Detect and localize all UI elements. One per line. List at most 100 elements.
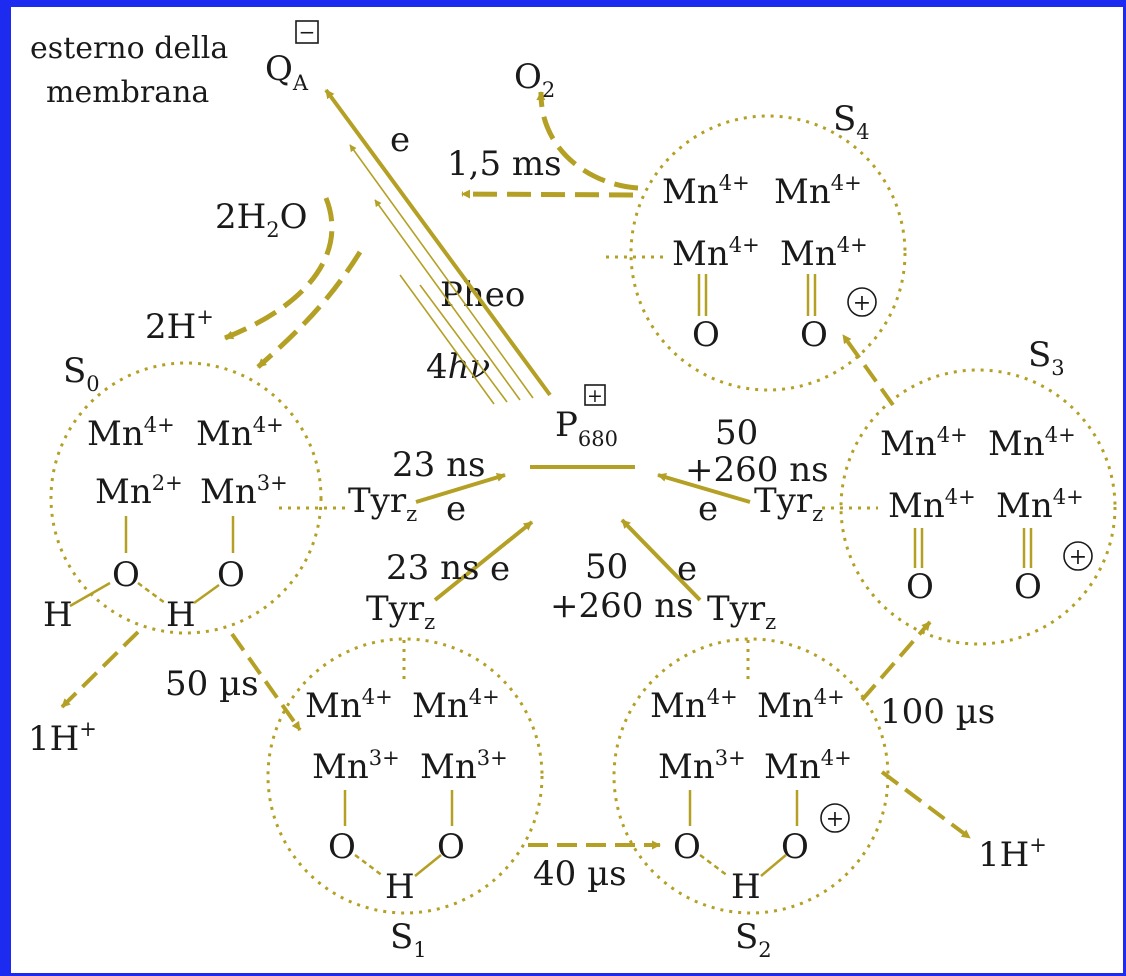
electron-label: e xyxy=(446,489,466,529)
mn-ion: Mn4+ xyxy=(305,685,393,726)
membrane-label-line1: esterno della xyxy=(30,31,228,66)
oxygen-atom: O xyxy=(692,315,720,355)
svg-text:+: + xyxy=(826,807,844,832)
s4-to-o2-arrow xyxy=(536,91,639,191)
mn-ion: Mn4+ xyxy=(757,685,845,726)
mn-ion: Mn3+ xyxy=(658,746,746,787)
proton-right-label: 1H+ xyxy=(978,833,1047,875)
charge-plus-icon xyxy=(1063,541,1093,571)
diagram-frame: esterno della membrana QA − O2 2H2O 2H+ … xyxy=(11,7,1123,973)
svg-text:−: − xyxy=(299,20,316,44)
proton-2h-label: 2H+ xyxy=(145,305,214,347)
state-s2: S2 Mn4+ Mn4+ Mn3+ Mn4+ O O H + xyxy=(612,637,890,962)
s4-to-s0-arrow xyxy=(461,189,634,199)
mn-ion: Mn4+ xyxy=(650,685,738,726)
hydrogen-atom: H xyxy=(731,867,761,907)
oxygen-atom: O xyxy=(781,827,809,867)
time-s1-s2: 40 µs xyxy=(533,854,627,894)
electron-label-top: e xyxy=(390,120,410,160)
tyr-z-s1: Tyrz xyxy=(366,589,435,634)
time-s3-tyr-a: 50 xyxy=(715,413,758,453)
mn-ion: Mn4+ xyxy=(412,685,500,726)
s-state-cycle-diagram: esterno della membrana QA − O2 2H2O 2H+ … xyxy=(28,20,1117,962)
svg-text:+: + xyxy=(1069,545,1087,570)
s2-proton-arrow xyxy=(880,770,972,840)
time-s4-o2: 1,5 ms xyxy=(447,144,562,184)
membrane-label-line2: membrana xyxy=(46,75,209,110)
mn-ion: Mn4+ xyxy=(662,171,750,212)
qa-label: QA xyxy=(265,49,309,95)
o2-label: O2 xyxy=(514,57,555,102)
electron-label: e xyxy=(490,549,510,589)
time-s2-tyr-b: +260 ns xyxy=(550,586,694,626)
state-s1: S1 Mn4+ Mn4+ Mn3+ Mn3+ O O H xyxy=(266,637,544,962)
pheo-label: Pheo xyxy=(440,275,525,315)
state-s3-label: S3 xyxy=(1028,335,1065,380)
mn-ion: Mn4+ xyxy=(764,746,852,787)
oxygen-atom: O xyxy=(906,567,934,607)
tyr-z-s0: Tyrz xyxy=(348,481,417,526)
state-s2-label: S2 xyxy=(735,917,772,962)
time-s2-tyr-a: 50 xyxy=(585,547,628,587)
state-s4: S4 Mn4+ Mn4+ Mn4+ Mn4+ O O + xyxy=(606,99,907,392)
p680-charge-badge: + xyxy=(584,384,606,407)
time-s3-tyr-b: +260 ns xyxy=(685,450,829,490)
oxygen-atom: O xyxy=(800,315,828,355)
hydrogen-atom: H xyxy=(385,867,415,907)
hydrogen-atom: H xyxy=(43,595,73,635)
mn-ion: Mn2+ xyxy=(95,471,183,512)
charge-plus-icon xyxy=(847,287,877,317)
mn-ion: Mn3+ xyxy=(312,746,400,787)
svg-text:+: + xyxy=(587,385,603,407)
s0-to-s1-arrow xyxy=(230,632,302,732)
electron-transfer-arrow xyxy=(324,88,552,405)
mn-ion: Mn4+ xyxy=(888,485,976,526)
time-s2-s3: 100 µs xyxy=(880,692,995,732)
light-label: 4hν xyxy=(426,347,490,387)
mn-ion: Mn4+ xyxy=(774,171,862,212)
s3-tyr-arrow xyxy=(657,472,751,504)
electron-label: e xyxy=(698,489,718,529)
svg-text:+: + xyxy=(853,291,871,316)
oxygen-atom: O xyxy=(328,827,356,867)
mn-ion: Mn4+ xyxy=(196,413,284,454)
state-s4-label: S4 xyxy=(833,99,870,144)
tyr-z-s2: Tyrz xyxy=(707,589,776,634)
oxygen-atom: O xyxy=(437,827,465,867)
time-s0-tyr: 23 ns xyxy=(392,445,485,485)
p680-label: P680 xyxy=(555,405,618,451)
s2-tyr-arrow xyxy=(620,518,702,602)
mn-ion: Mn4+ xyxy=(780,233,868,274)
water-label: 2H2O xyxy=(215,197,308,242)
mn-ion: Mn4+ xyxy=(988,423,1076,464)
proton-left-label: 1H+ xyxy=(28,717,97,759)
mn-ion: Mn4+ xyxy=(87,413,175,454)
oxygen-atom: O xyxy=(217,555,245,595)
oxygen-atom: O xyxy=(673,827,701,867)
oxygen-atom: O xyxy=(112,555,140,595)
mn-ion: Mn4+ xyxy=(996,485,1084,526)
hydrogen-atom: H xyxy=(166,595,196,635)
qa-charge-badge: − xyxy=(295,20,319,44)
mn-ion: Mn3+ xyxy=(200,471,288,512)
mn-ion: Mn4+ xyxy=(672,233,760,274)
s0-proton-arrow xyxy=(60,630,140,709)
state-s1-label: S1 xyxy=(390,917,427,962)
water-to-proton-arrow xyxy=(224,197,335,341)
tyr-z-s3: Tyrz xyxy=(754,481,823,526)
state-s0: S0 Mn4+ Mn4+ Mn2+ Mn3+ O O H H xyxy=(43,351,345,635)
s3-to-s4-arrow xyxy=(841,333,895,407)
electron-label: e xyxy=(677,549,697,589)
charge-plus-icon xyxy=(820,803,850,833)
state-s0-label: S0 xyxy=(63,351,100,396)
time-s1-tyr: 23 ns xyxy=(386,548,479,588)
s1-tyr-arrow xyxy=(433,520,534,602)
mn-ion: Mn3+ xyxy=(420,746,508,787)
water-to-s0-arrow xyxy=(256,250,363,369)
time-s0-s1: 50 µs xyxy=(165,664,259,704)
mn-ion: Mn4+ xyxy=(880,423,968,464)
oxygen-atom: O xyxy=(1014,567,1042,607)
s0-tyr-arrow xyxy=(415,473,506,504)
s2-to-s3-arrow xyxy=(860,620,932,702)
state-s3: S3 Mn4+ Mn4+ Mn4+ Mn4+ O O + xyxy=(822,335,1117,646)
